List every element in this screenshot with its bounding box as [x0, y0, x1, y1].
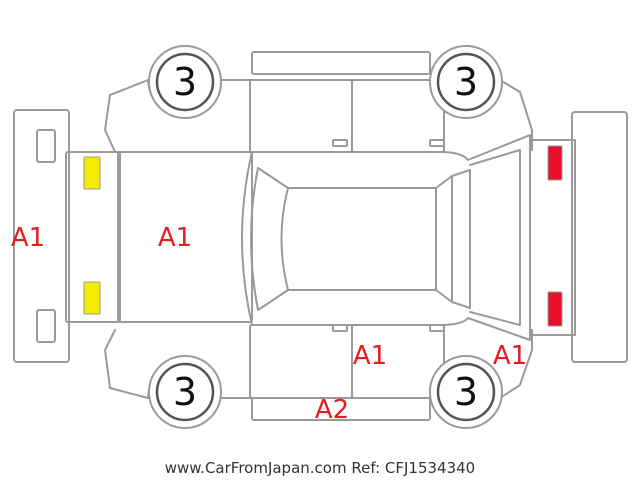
- top-view-body: [65, 134, 576, 341]
- wheel-front-right-value: 3: [173, 370, 197, 414]
- front-left-lamp: [83, 156, 101, 190]
- damage-code-right-rear-quarter: A1: [493, 341, 527, 371]
- front-lamps: [83, 156, 101, 315]
- wheel-rear-left-value: 3: [454, 60, 478, 104]
- rear-right-lamp: [547, 291, 563, 327]
- rear-left-lamp: [547, 145, 563, 181]
- wheel-rear-right: 3: [429, 355, 503, 429]
- footer-reference: www.CarFromJapan.com Ref: CFJ1534340: [165, 459, 475, 477]
- rear-lamps: [547, 145, 563, 327]
- wheel-front-left: 3: [148, 45, 222, 119]
- wheel-front-right: 3: [148, 355, 222, 429]
- damage-code-right-rocker: A2: [315, 395, 349, 425]
- damage-code-hood: A1: [158, 223, 192, 253]
- front-bumper: [13, 109, 70, 363]
- wheel-rear-left: 3: [429, 45, 503, 119]
- rear-bumper: [571, 111, 628, 363]
- wheel-front-left-value: 3: [173, 60, 197, 104]
- damage-code-front-bumper: A1: [11, 223, 45, 253]
- front-right-lamp: [83, 281, 101, 315]
- wheel-rear-right-value: 3: [454, 370, 478, 414]
- damage-code-right-rear-door: A1: [353, 341, 387, 371]
